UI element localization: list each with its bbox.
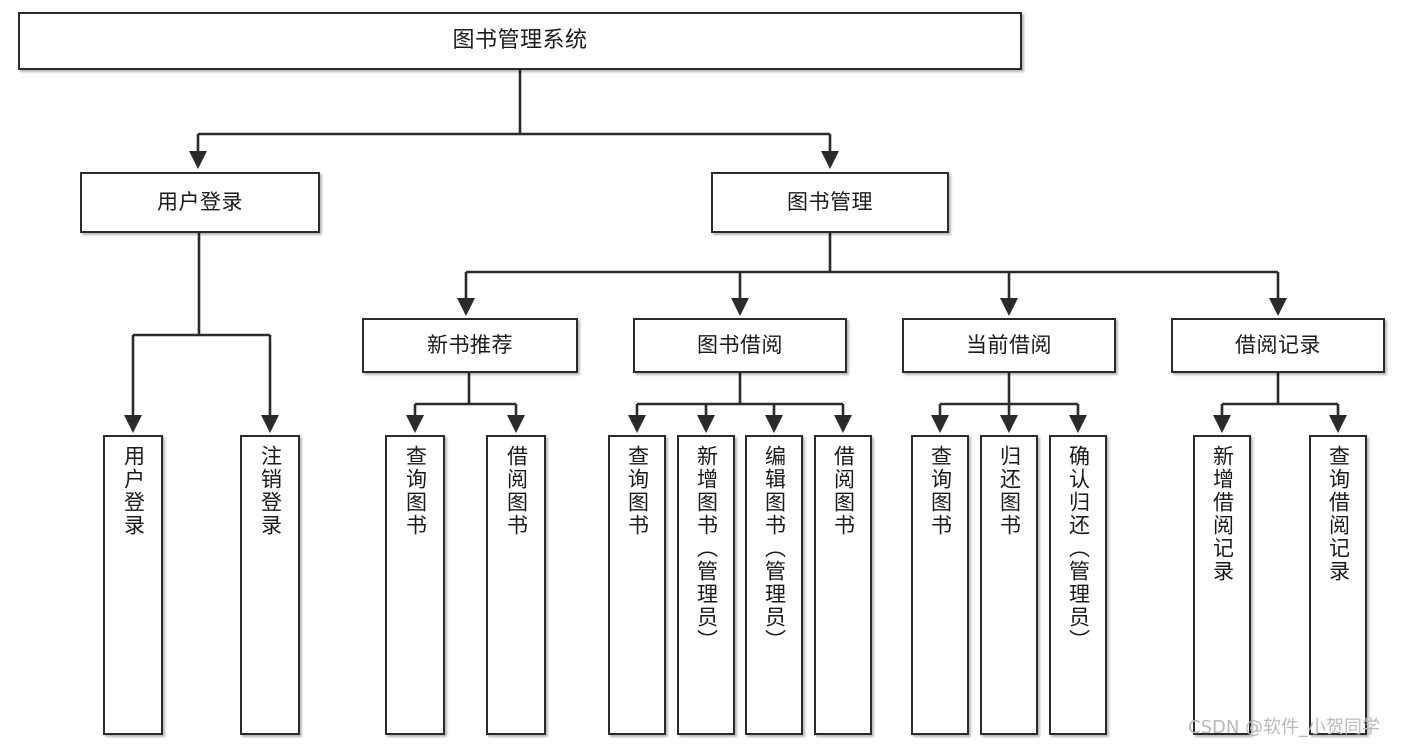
leaf-current-return-book[interactable]: 归还图书 bbox=[980, 435, 1038, 735]
leaf-current-query-book[interactable]: 查询图书 bbox=[911, 435, 969, 735]
node-label: 用户登录 bbox=[121, 445, 146, 537]
node-label: 编辑图书（管理员） bbox=[762, 445, 787, 652]
node-label: 查询图书 bbox=[928, 445, 953, 537]
leaf-record-query-record[interactable]: 查询借阅记录 bbox=[1309, 435, 1367, 735]
leaf-record-add-record[interactable]: 新增借阅记录 bbox=[1193, 435, 1251, 735]
node-book-management[interactable]: 图书管理 bbox=[711, 172, 949, 233]
node-user-login[interactable]: 用户登录 bbox=[80, 172, 320, 233]
node-label: 图书管理 bbox=[787, 189, 873, 214]
node-label: 查询图书 bbox=[625, 445, 650, 537]
node-borrow-record[interactable]: 借阅记录 bbox=[1171, 318, 1385, 373]
leaf-new-book-query[interactable]: 查询图书 bbox=[385, 435, 445, 735]
node-label: 归还图书 bbox=[997, 445, 1022, 537]
node-new-book-recommend[interactable]: 新书推荐 bbox=[362, 318, 578, 373]
leaf-user-login-signout[interactable]: 注销登录 bbox=[240, 435, 300, 735]
csdn-watermark: CSDN @软件_小贺同学 bbox=[1188, 717, 1381, 738]
node-book-borrow[interactable]: 图书借阅 bbox=[633, 318, 847, 373]
node-label: 确认归还（管理员） bbox=[1066, 445, 1091, 652]
leaf-new-book-borrow[interactable]: 借阅图书 bbox=[486, 435, 546, 735]
node-label: 当前借阅 bbox=[966, 332, 1052, 357]
leaf-borrow-edit-book-admin[interactable]: 编辑图书（管理员） bbox=[745, 435, 803, 735]
node-label: 借阅图书 bbox=[831, 445, 856, 537]
leaf-borrow-borrow-book[interactable]: 借阅图书 bbox=[814, 435, 872, 735]
node-label: 新增借阅记录 bbox=[1210, 445, 1235, 583]
leaf-user-login-signin[interactable]: 用户登录 bbox=[103, 435, 163, 735]
node-label: 图书管理系统 bbox=[452, 27, 588, 53]
node-label: 用户登录 bbox=[157, 189, 243, 214]
leaf-borrow-add-book-admin[interactable]: 新增图书（管理员） bbox=[677, 435, 735, 735]
node-label: 查询图书 bbox=[403, 445, 428, 537]
node-label: 查询借阅记录 bbox=[1326, 445, 1351, 583]
node-label: 新增图书（管理员） bbox=[694, 445, 719, 652]
node-label: 新书推荐 bbox=[427, 332, 513, 357]
node-label: 借阅记录 bbox=[1235, 332, 1321, 357]
leaf-borrow-query-book[interactable]: 查询图书 bbox=[608, 435, 666, 735]
node-label: 注销登录 bbox=[258, 445, 283, 537]
node-label: 图书借阅 bbox=[697, 332, 783, 357]
leaf-current-confirm-return-admin[interactable]: 确认归还（管理员） bbox=[1049, 435, 1107, 735]
node-label: 借阅图书 bbox=[504, 445, 529, 537]
node-current-borrow[interactable]: 当前借阅 bbox=[902, 318, 1116, 373]
node-root-book-management-system[interactable]: 图书管理系统 bbox=[18, 12, 1022, 70]
